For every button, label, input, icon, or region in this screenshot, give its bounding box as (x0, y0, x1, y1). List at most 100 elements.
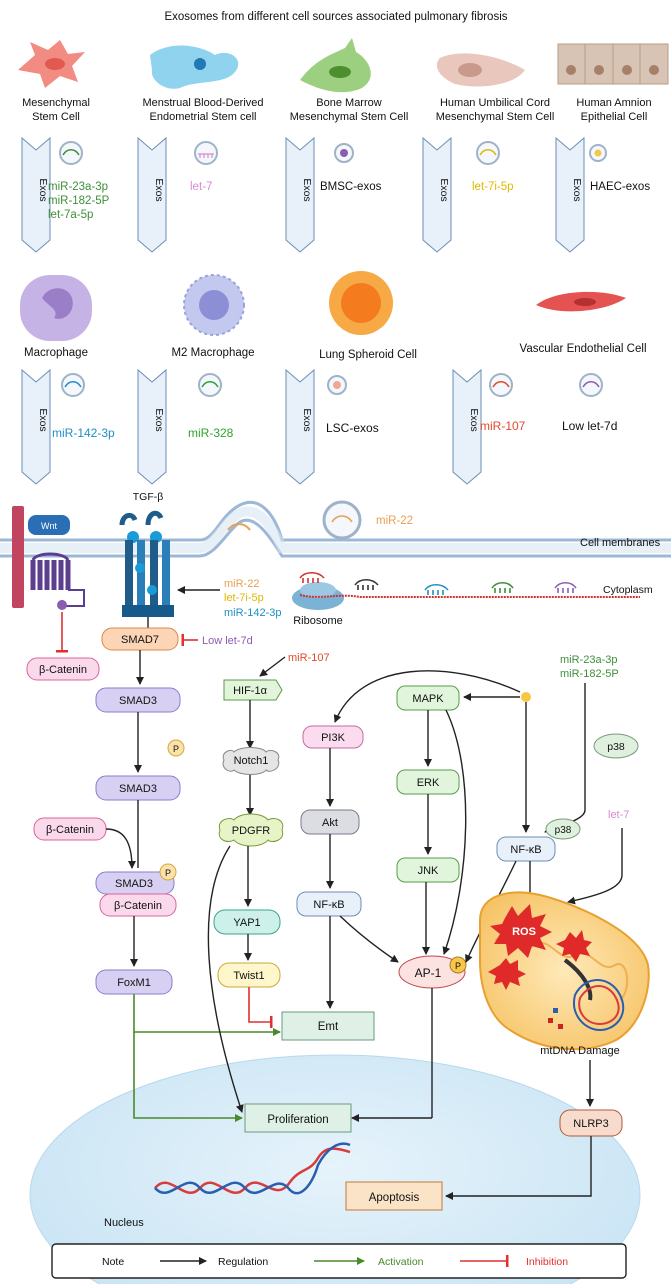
row2-cell-label: Lung Spheroid Cell (319, 349, 417, 361)
row2-cell-label: Macrophage (24, 347, 88, 359)
mir107-label: miR-107 (288, 652, 330, 664)
cytoplasm-label: Cytoplasm (603, 584, 653, 596)
nucleus-label: Nucleus (104, 1217, 144, 1229)
tgfb-receptor-icon (119, 510, 174, 617)
regulation-arrow (339, 915, 399, 963)
twist1-label: Twist1 (233, 970, 264, 982)
exosome-vesicle-icon (194, 141, 218, 165)
amnion-epithelial-cell-icon (557, 43, 669, 85)
ros-label: ROS (512, 926, 536, 938)
hif1a-node (223, 679, 283, 701)
cell-membranes-label: Cell membranes (580, 537, 661, 549)
apoptosis-node (345, 1181, 443, 1211)
emt-label: Emt (318, 1021, 339, 1033)
exos-arrow (21, 136, 51, 253)
row1-cell-label: Menstrual Blood-Derived (142, 97, 263, 109)
cargo-label: BMSC-exos (320, 181, 382, 193)
vascular-endothelial-cell-icon (536, 291, 626, 312)
pdgfr-node (218, 813, 284, 847)
regulation-arrow (259, 656, 286, 677)
ap1-label: AP-1 (415, 966, 442, 980)
notch1-node (222, 747, 280, 775)
exosome-vesicle-icon (61, 373, 85, 397)
regulation-arrow (445, 1136, 592, 1200)
p38-node (545, 818, 581, 840)
tgf-input-label: miR-22 (224, 578, 259, 590)
exos-arrow (137, 136, 167, 253)
dna-fragment-icon (558, 1024, 563, 1029)
akt-label: Akt (322, 817, 338, 829)
tgf-input-label: let-7i-5p (224, 592, 264, 604)
dna-fragment-icon (553, 1008, 558, 1013)
row1-cell-label: Mesenchymal Stem Cell (290, 111, 409, 123)
p38-node (593, 733, 639, 759)
mito-arrow (563, 958, 593, 1001)
phospho-label: P (455, 961, 461, 971)
regulation-arrow (544, 683, 586, 833)
row1-cell-label: Human Umbilical Cord (440, 97, 550, 109)
row1-cell-label: Epithelial Cell (581, 111, 648, 123)
legend-note-label: Note (102, 1256, 124, 1268)
cargo-label: let-7a-5p (48, 209, 93, 221)
jnk-node (396, 857, 460, 883)
pi3k-node (302, 725, 364, 749)
p38-label: p38 (555, 825, 572, 836)
nucleus-region (29, 1054, 641, 1284)
smad7-label: SMAD7 (121, 634, 159, 646)
cargo-label: miR-107 (480, 419, 526, 433)
apoptosis-label: Apoptosis (369, 1192, 420, 1204)
notch1-label: Notch1 (234, 755, 269, 767)
yap1-label: YAP1 (233, 917, 260, 929)
mirna-icon (299, 571, 325, 583)
row1-cell-label: Mesenchymal Stem Cell (436, 111, 555, 123)
exosome-vesicle-icon (327, 375, 347, 395)
phospho-label: P (173, 744, 179, 754)
row1-cell-label: Endometrial Stem cell (150, 111, 257, 123)
let7-label: let-7 (608, 809, 629, 821)
cargo-label: miR-328 (188, 426, 234, 440)
erk-label: ERK (417, 777, 440, 789)
row1-cell-label: Bone Marrow (316, 97, 381, 109)
cargo-label: Low let-7d (562, 419, 617, 433)
beta-catenin-label: β-Catenin (114, 900, 162, 912)
row1-cell-label: Stem Cell (32, 111, 80, 123)
mrna-strand (299, 594, 640, 598)
regulation-arrow (442, 709, 467, 955)
exos-arrow (285, 368, 315, 485)
phospho-badge (167, 739, 185, 757)
exos-label: Exos (37, 408, 49, 431)
cargo-label: LSC-exos (326, 421, 379, 435)
umbilical-cord-cell-icon (436, 53, 525, 87)
exos-label: Exos (301, 178, 313, 201)
tgfb-label: TGF-β (133, 491, 164, 503)
mirna-icon (554, 581, 577, 593)
exos-arrow (452, 368, 482, 485)
exosome-vesicle-icon (489, 373, 513, 397)
mir-pair-label: miR-23a-3p (560, 654, 617, 666)
mapk-label: MAPK (412, 693, 444, 705)
smad3-label: SMAD3 (115, 878, 153, 890)
row2-cell-label: Vascular Endothelial Cell (520, 343, 647, 355)
macrophage-icon (20, 275, 92, 341)
mtdna-icon (573, 979, 625, 1032)
beta-catenin-node (26, 657, 100, 681)
jnk-label: JNK (418, 865, 439, 877)
nfkb-label: NF-κB (510, 844, 541, 856)
legend-regulation-label: Regulation (218, 1256, 268, 1268)
exos-arrow (137, 368, 167, 485)
foxm1-label: FoxM1 (117, 977, 151, 989)
row1-cell-label: Human Amnion (576, 97, 651, 109)
exosome-vesicle-icon (198, 373, 222, 397)
beta-catenin-node (99, 893, 177, 917)
cargo-label: miR-142-3p (52, 426, 115, 440)
mirna-icon (491, 581, 514, 593)
phospho-badge (159, 863, 177, 881)
rna-in-membrane-icon (227, 523, 251, 531)
m2-macrophage-icon (183, 274, 245, 336)
legend-activation-label: Activation (378, 1256, 424, 1268)
exos-label: Exos (153, 178, 165, 201)
figure-title: Exosomes from different cell sources ass… (164, 11, 507, 23)
wnt-label: Wnt (41, 521, 58, 531)
